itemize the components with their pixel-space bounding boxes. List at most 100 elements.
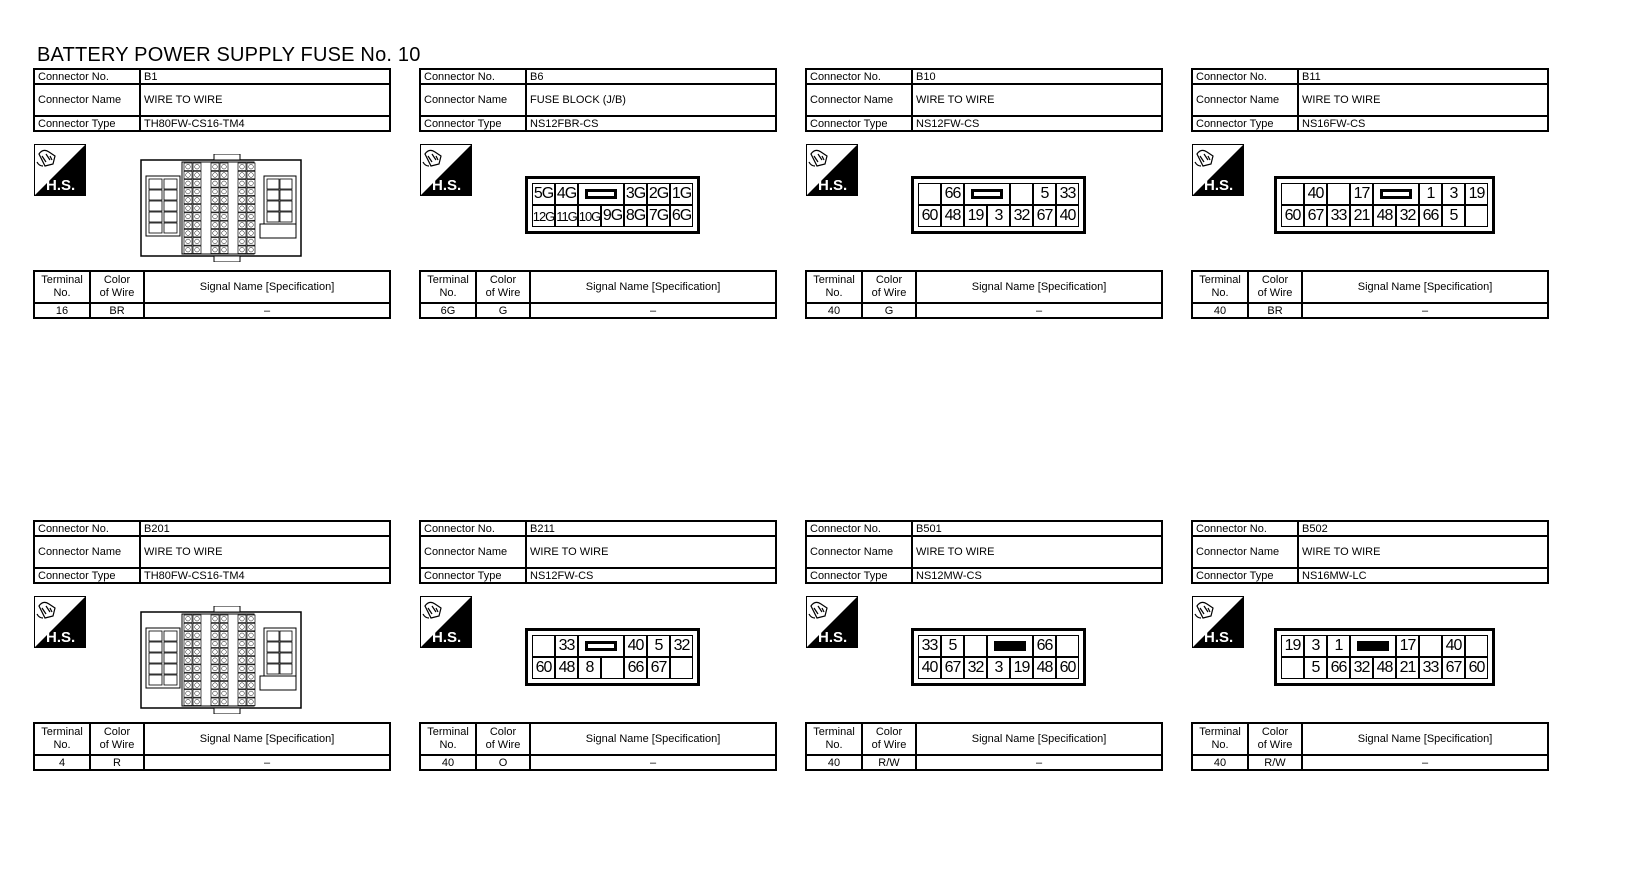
connector-type-label: Connector Type [1191,567,1299,584]
pin-cell: 66 [1033,635,1056,657]
keyway-mark [585,641,617,651]
pin-cell: 4G [555,183,578,205]
pin-cell: 32 [1396,205,1419,227]
pin-cell: 5 [647,635,670,657]
terminal-no-value: 40 [1191,302,1249,319]
connector-name-label: Connector Name [33,83,141,117]
connector-no-row: Connector No.B502 [1191,520,1549,537]
pin-cell: 48 [1033,657,1056,679]
keyway-slot [1373,183,1419,205]
connector-name-label: Connector Name [419,535,527,569]
pin-cell: 66 [941,183,964,205]
connector-type-value: TH80FW-CS16-TM4 [139,115,391,132]
terminal-no-label-2: No. [825,287,843,299]
pin-cell: 19 [1281,635,1304,657]
connector-type-value: NS12FW-CS [525,567,777,584]
connector-name-value: WIRE TO WIRE [911,535,1163,569]
pin-cell: 3 [987,657,1010,679]
pin-cell: 19 [1010,657,1033,679]
pin-cell: 17 [1396,635,1419,657]
wire-color-value: BR [89,302,145,319]
pin-cell [532,635,555,657]
terminal-no-label-1: Terminal [41,726,83,738]
terminal-no-label-1: Terminal [1199,726,1241,738]
wire-color-value: G [475,302,531,319]
connector-no-value: B11 [1297,68,1549,85]
pin-cell: 60 [1281,205,1304,227]
terminal-no-label-1: Terminal [1199,274,1241,286]
signal-name-value: – [529,754,777,771]
pin-cell: 60 [1056,657,1079,679]
pin-cell: 5 [941,635,964,657]
connector-no-row: Connector No.B501 [805,520,1163,537]
connector-no-label: Connector No. [419,520,527,537]
connector-no-row: Connector No.B10 [805,68,1163,85]
pin-cell: 1 [1327,635,1350,657]
pin-cell: 11G [555,205,578,227]
connector-type-label: Connector Type [1191,115,1299,132]
connector-name-value: WIRE TO WIRE [139,535,391,569]
connector-no-label: Connector No. [1191,68,1299,85]
keyway-mark [971,189,1003,199]
connector-name-label: Connector Name [1191,535,1299,569]
connector-type-value: NS16FW-CS [1297,115,1549,132]
color-label-2: of Wire [871,287,907,299]
keyway-mark [585,189,617,199]
keyway-slot [964,183,1010,205]
pin-cell [918,183,941,205]
connector-name-value: WIRE TO WIRE [139,83,391,117]
hs-icon: H.S. [420,596,472,648]
connector-type-label: Connector Type [805,115,913,132]
pin-cell: 12G [532,205,555,227]
signal-name-header: Signal Name [Specification] [915,270,1163,304]
connector-type-label: Connector Type [419,567,527,584]
pin-cell: 40 [1442,635,1465,657]
wire-color-value: O [475,754,531,771]
terminal-no-label-2: No. [53,287,71,299]
connector-type-label: Connector Type [419,115,527,132]
connector-name-label: Connector Name [805,83,913,117]
pin-cell: 1G [670,183,693,205]
terminal-no-label-1: Terminal [813,726,855,738]
connector-no-value: B10 [911,68,1163,85]
hs-label: H.S. [46,629,75,646]
signal-name-header: Signal Name [Specification] [143,270,391,304]
pin-cell: 3 [1304,635,1327,657]
pin-cell: 67 [941,657,964,679]
hs-label: H.S. [818,629,847,646]
pin-cell: 3 [987,205,1010,227]
pin-cell: 33 [1419,657,1442,679]
pin-cell [1465,635,1488,657]
signal-name-value: – [1301,754,1549,771]
color-label-1: Color [489,274,517,286]
connector-type-value: NS12FBR-CS [525,115,777,132]
signal-name-value: – [143,754,391,771]
pin-cell: 5 [1033,183,1056,205]
harness-side-icon: H.S. [1192,144,1244,196]
connector-no-value: B201 [139,520,391,537]
pin-cell: 19 [1465,183,1488,205]
